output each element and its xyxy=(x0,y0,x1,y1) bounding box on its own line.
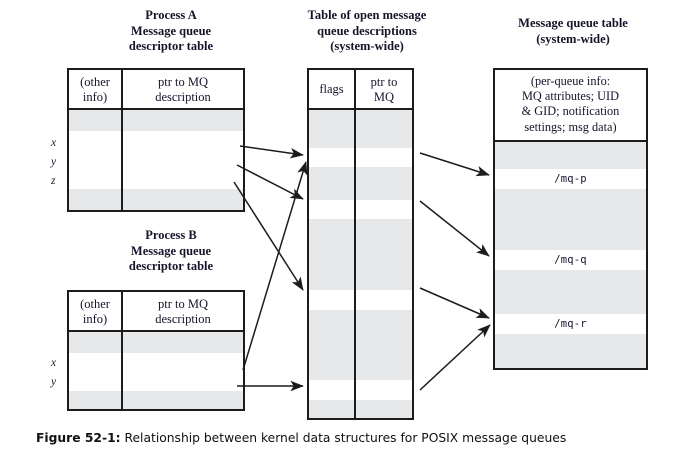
table-row xyxy=(309,110,412,148)
table-row xyxy=(309,400,412,418)
mq-table-heading: Message queue table (system-wide) xyxy=(478,16,668,47)
process-a-col1-line2: info) xyxy=(82,90,108,104)
process-b-descriptor-table: (other info) ptr to MQ description xyxy=(67,290,245,411)
open-descriptions-col-flags: flags xyxy=(309,82,354,97)
process-b-col1-line1: (other xyxy=(80,297,110,311)
mq-entry-name: /mq-p xyxy=(554,173,587,185)
process-b-col-other-info: (other info) xyxy=(69,297,121,327)
mq-table-heading-line2: (system-wide) xyxy=(536,31,610,46)
process-a-col2-line1: ptr to MQ xyxy=(158,75,208,89)
open-descriptions-heading-line3: (system-wide) xyxy=(330,39,404,53)
process-b-col2-line1: ptr to MQ xyxy=(158,297,208,311)
table-row xyxy=(69,110,243,131)
process-b-col-ptr: ptr to MQ description xyxy=(123,297,243,327)
column-divider xyxy=(354,70,356,418)
mq-entry-row: /mq-r xyxy=(495,314,646,334)
open-mq-descriptions-table: flags ptr to MQ xyxy=(307,68,414,420)
mq-entry-name: /mq-r xyxy=(554,318,587,330)
table-row xyxy=(309,200,412,219)
open-descriptions-col2-line1: ptr to xyxy=(370,75,398,89)
process-a-heading: Process A Message queue descriptor table xyxy=(86,8,256,55)
mq-table-info-row: (per-queue info: MQ attributes; UID & GI… xyxy=(495,70,646,142)
table-row xyxy=(69,151,243,170)
open-descriptions-heading-line2: queue descriptions xyxy=(317,23,417,38)
open-descriptions-header-row: flags ptr to MQ xyxy=(309,70,412,110)
process-a-col1-line1: (other xyxy=(80,75,110,89)
table-row xyxy=(69,372,243,391)
mq-info-line2: MQ attributes; UID xyxy=(522,89,619,104)
process-b-heading: Process B Message queue descriptor table xyxy=(86,228,256,275)
table-row xyxy=(69,353,243,372)
process-b-col2-line2: description xyxy=(155,312,211,326)
process-a-descriptor-table: (other info) ptr to MQ description xyxy=(67,68,245,212)
process-a-row-label-y: y xyxy=(51,156,57,168)
figure-number: Figure 52-1: xyxy=(36,431,121,445)
arrow-desc4-to-mqq xyxy=(419,200,490,257)
figure-caption: Figure 52-1: Relationship between kernel… xyxy=(36,431,676,445)
arrow-desc2-to-mqp xyxy=(419,152,490,177)
table-row xyxy=(495,270,646,314)
process-b-row-label-x: x xyxy=(51,357,57,369)
figure-caption-text: Relationship between kernel data structu… xyxy=(124,431,567,445)
table-row xyxy=(69,170,243,189)
table-row xyxy=(495,189,646,250)
arrow-a-y-to-desc4 xyxy=(236,164,304,200)
mq-entry-name: /mq-q xyxy=(554,254,587,266)
table-row xyxy=(69,332,243,353)
process-a-col2-line2: description xyxy=(155,90,211,104)
process-b-row-label-y: y xyxy=(51,376,57,388)
mq-table-info-text: (per-queue info: MQ attributes; UID & GI… xyxy=(497,74,644,135)
mq-info-line4: settings; msg data) xyxy=(524,119,617,134)
open-descriptions-col-ptr: ptr to MQ xyxy=(356,75,412,105)
table-row xyxy=(309,167,412,200)
column-divider xyxy=(121,70,123,210)
process-a-heading-line3: descriptor table xyxy=(128,39,214,53)
table-row xyxy=(495,334,646,368)
arrow-desc8-to-mqr xyxy=(419,324,491,391)
arrow-a-x-to-desc2 xyxy=(239,145,304,159)
process-a-row-label-z: z xyxy=(51,175,56,187)
process-a-header-row: (other info) ptr to MQ description xyxy=(69,70,243,110)
column-divider xyxy=(121,292,123,409)
process-a-col-ptr: ptr to MQ description xyxy=(123,75,243,105)
table-row xyxy=(69,189,243,210)
process-b-heading-line2: Message queue xyxy=(130,243,212,258)
process-b-heading-line1: Process B xyxy=(145,228,197,242)
process-a-heading-line1: Process A xyxy=(145,8,197,22)
mq-info-line1: (per-queue info: xyxy=(530,74,611,88)
process-b-col1-line2: info) xyxy=(82,312,108,326)
table-row xyxy=(69,131,243,151)
process-b-header-row: (other info) ptr to MQ description xyxy=(69,292,243,332)
process-a-col-other-info: (other info) xyxy=(69,75,121,105)
process-a-row-label-x: x xyxy=(51,137,57,149)
mq-entry-row: /mq-p xyxy=(495,169,646,189)
open-descriptions-col1-label: flags xyxy=(319,82,344,96)
process-b-heading-line3: descriptor table xyxy=(128,259,214,273)
mq-entry-row: /mq-q xyxy=(495,250,646,270)
mq-table-heading-line1: Message queue table xyxy=(518,16,628,30)
table-row xyxy=(309,380,412,400)
open-descriptions-heading: Table of open message queue descriptions… xyxy=(272,8,462,55)
message-queue-table: (per-queue info: MQ attributes; UID & GI… xyxy=(493,68,648,370)
table-row xyxy=(309,219,412,290)
open-descriptions-col2-line2: MQ xyxy=(373,90,395,104)
table-row xyxy=(309,148,412,167)
table-row xyxy=(495,142,646,169)
table-row xyxy=(309,290,412,310)
open-descriptions-heading-line1: Table of open message xyxy=(307,8,427,22)
mq-info-line3: & GID; notification xyxy=(521,104,620,119)
table-row xyxy=(309,310,412,380)
process-a-heading-line2: Message queue xyxy=(130,23,212,38)
table-row xyxy=(69,391,243,409)
arrow-desc6-to-mqr xyxy=(419,287,490,319)
